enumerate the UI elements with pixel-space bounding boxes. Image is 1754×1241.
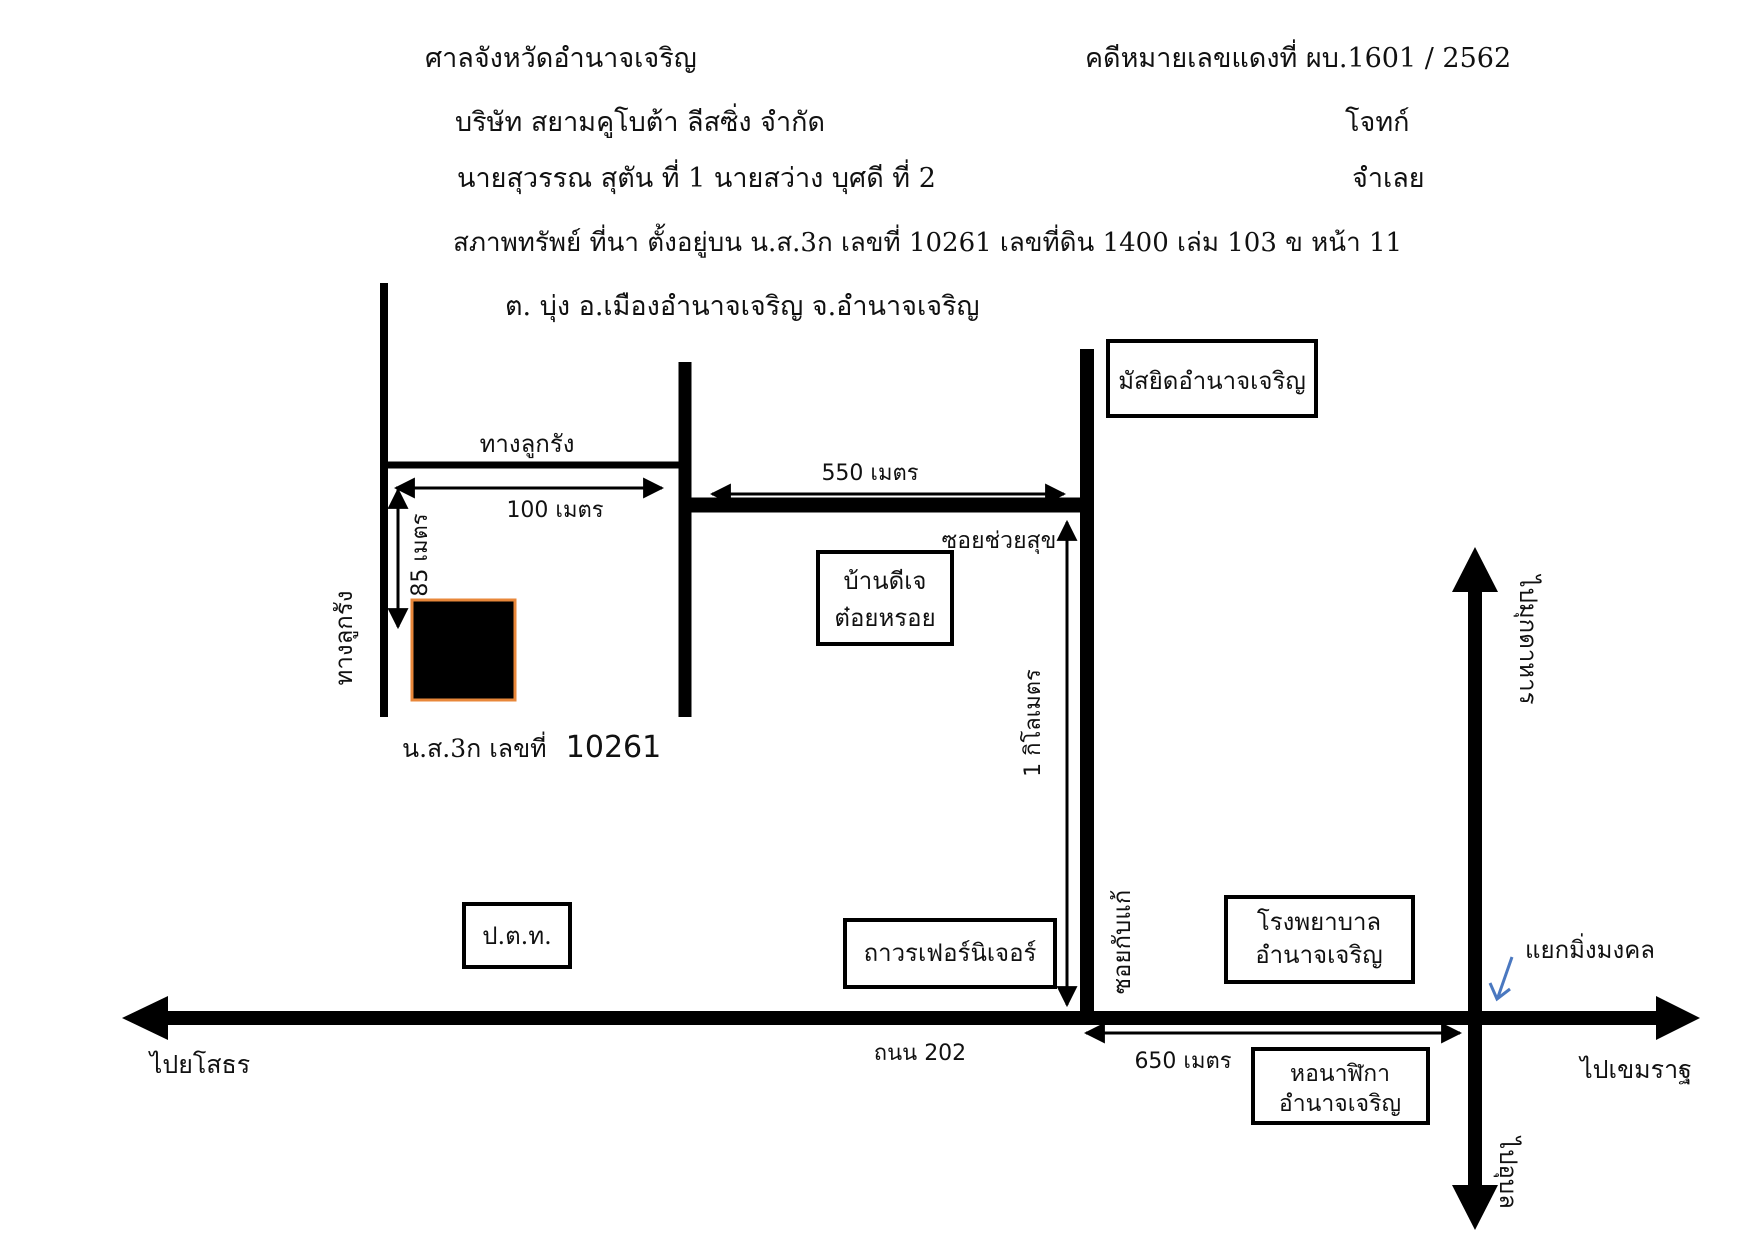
defendant-names: นายสุวรรณ สุตัน ที่ 1 นายสว่าง บุศดี ที่… [457, 163, 936, 194]
dist-85-label: 85 เมตร [408, 513, 433, 596]
intersection-pointer-icon [1488, 956, 1514, 1002]
landmark-furniture: ถาวรเฟอร์นิเจอร์ [843, 918, 1057, 989]
defendant-role: จำเลย [1352, 163, 1425, 194]
to-yasothon-label: ไปยโสธร [148, 1050, 250, 1079]
to-ubon-label: ไปอุบล [1493, 1135, 1522, 1209]
plaintiff-role: โจทก์ [1345, 107, 1410, 138]
soi-chuaysuk-label: ซอยช่วยสุข [942, 528, 1057, 554]
arrow-to-yasothon-icon [122, 996, 168, 1040]
to-mukdahan-label: ไปมุกดาหาร [1513, 574, 1542, 705]
landmark-house: บ้านดีเจ ต๋อยหรอย [816, 550, 954, 646]
arrow-to-ubon-icon [1452, 1185, 1498, 1230]
property-location: ต. บุ่ง อ.เมืองอำนาจเจริญ จ.อำนาจเจริญ [505, 291, 980, 322]
svg-text:บ้านดีเจ: บ้านดีเจ [844, 567, 927, 595]
intersection-label: แยกมิ่งมงคล [1525, 933, 1655, 964]
arrow-to-khemmarat-icon [1656, 996, 1700, 1040]
landmark-mosque: มัสยิดอำนาจเจริญ [1106, 339, 1318, 418]
soi-kabkae-label: ซอยกับแก้ [1108, 890, 1136, 995]
landmark-clock-tower: หอนาฬิกา อำนาจเจริญ [1251, 1047, 1430, 1125]
court-name: ศาลจังหวัดอำนาจเจริญ [425, 43, 697, 74]
svg-text:โรงพยาบาล: โรงพยาบาล [1257, 908, 1381, 936]
property-description: สภาพทรัพย์ ที่นา ตั้งอยู่บน น.ส.3ก เลขที… [453, 228, 1403, 258]
arrow-to-mukdahan-icon [1452, 547, 1498, 592]
svg-text:อำนาจเจริญ: อำนาจเจริญ [1255, 941, 1382, 969]
land-parcel [410, 598, 517, 702]
case-number: คดีหมายเลขแดงที่ ผบ.1601 / 2562 [1085, 43, 1512, 74]
svg-text:มัสยิดอำนาจเจริญ: มัสยิดอำนาจเจริญ [1118, 367, 1306, 395]
dist-100-label: 100 เมตร [506, 498, 603, 523]
to-khemmarat-label: ไปเขมราฐ [1578, 1055, 1692, 1084]
svg-text:ป.ต.ท.: ป.ต.ท. [482, 922, 552, 950]
landmark-ptt: ป.ต.ท. [462, 902, 572, 969]
dist-650-label: 650 เมตร [1134, 1049, 1231, 1074]
svg-text:ต๋อยหรอย: ต๋อยหรอย [834, 604, 935, 632]
plaintiff-name: บริษัท สยามคูโบต้า ลีสซิ่ง จำกัด [455, 107, 826, 138]
dist-1km-label: 1 กิโลเมตร [1020, 669, 1046, 777]
road-202-label: ถนน 202 [874, 1041, 966, 1066]
lane-top-label: ทางลูกรัง [480, 430, 575, 459]
svg-text:หอนาฬิกา: หอนาฬิกา [1290, 1061, 1390, 1087]
dist-550-label: 550 เมตร [821, 461, 918, 486]
lane-left-label: ทางลูกรัง [330, 591, 359, 686]
landmark-hospital: โรงพยาบาล อำนาจเจริญ [1224, 895, 1415, 984]
svg-text:อำนาจเจริญ: อำนาจเจริญ [1279, 1091, 1401, 1117]
parcel-caption: น.ส.3ก เลขที่ 10261 [402, 730, 661, 765]
svg-text:ถาวรเฟอร์นิเจอร์: ถาวรเฟอร์นิเจอร์ [864, 939, 1037, 967]
